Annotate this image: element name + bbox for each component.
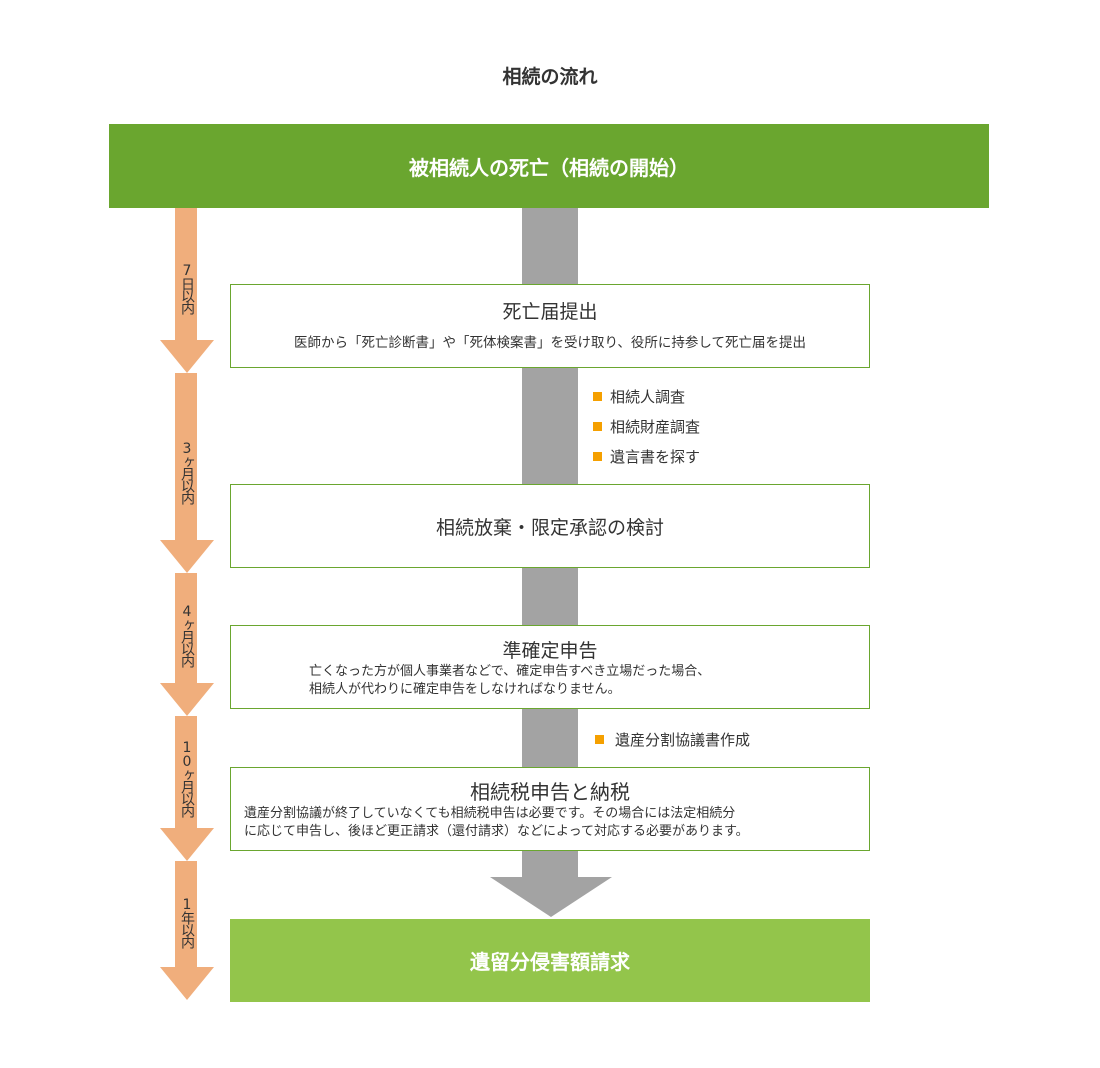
deadline-arrow-head xyxy=(160,340,214,373)
step-description: 相続人が代わりに確定申告をしなければなりません。 xyxy=(309,682,621,697)
deadline-label: 7日以内 xyxy=(179,263,195,313)
main-flow-arrow-head xyxy=(490,877,612,917)
deadline-label: 1年以内 xyxy=(179,897,195,947)
bullet-item: 遺産分割協議書作成 xyxy=(595,729,750,750)
final-step-banner: 遺留分侵害額請求 xyxy=(230,919,870,1002)
deadline-label: 10ヶ月以内 xyxy=(179,740,195,816)
deadline-arrow-shaft xyxy=(175,861,197,967)
bullet-text: 遺言書を探す xyxy=(610,448,701,466)
bullet-square-icon xyxy=(593,392,602,401)
bullet-text: 遺産分割協議書作成 xyxy=(615,731,751,749)
step-description: 遺産分割協議が終了していなくても相続税申告は必要です。その場合には法定相続分 xyxy=(244,806,736,821)
bullet-square-icon xyxy=(593,452,602,461)
deadline-label: 4ヶ月以内 xyxy=(179,604,195,666)
step-description: 亡くなった方が個人事業者などで、確定申告すべき立場だった場合、 xyxy=(309,664,711,679)
bullet-item: 遺言書を探す xyxy=(593,446,700,467)
step-description: 医師から「死亡診断書」や「死体検案書」を受け取り、役所に持参して死亡届を提出 xyxy=(293,335,807,351)
deadline-arrow-shaft xyxy=(175,716,197,828)
start-banner: 被相続人の死亡（相続の開始） xyxy=(109,124,989,208)
step-heading: 死亡届提出 xyxy=(502,301,598,323)
bullet-item: 相続人調査 xyxy=(593,386,685,407)
bullet-text: 相続財産調査 xyxy=(610,418,701,436)
deadline-arrow-head xyxy=(160,828,214,861)
deadline-arrow-shaft xyxy=(175,373,197,540)
step-heading: 準確定申告 xyxy=(502,640,598,662)
bullet-square-icon xyxy=(595,735,604,744)
deadline-arrow-head xyxy=(160,967,214,1000)
deadline-arrow-head xyxy=(160,683,214,716)
step-description: に応じて申告し、後ほど更正請求（還付請求）などによって対応する必要があります。 xyxy=(244,824,749,839)
step-death-notice: 死亡届提出 医師から「死亡診断書」や「死体検案書」を受け取り、役所に持参して死亡… xyxy=(230,284,870,368)
step-heading: 相続放棄・限定承認の検討 xyxy=(435,516,664,539)
deadline-label: 3ヶ月以内 xyxy=(179,441,195,503)
step-heading: 相続税申告と納税 xyxy=(470,780,630,804)
bullet-square-icon xyxy=(593,422,602,431)
step-quasi-final-return: 準確定申告 亡くなった方が個人事業者などで、確定申告すべき立場だった場合、 相続… xyxy=(230,625,870,709)
deadline-arrow-shaft xyxy=(175,208,197,340)
diagram-title: 相続の流れ xyxy=(502,66,598,88)
bullet-item: 相続財産調査 xyxy=(593,416,700,437)
bullet-text: 相続人調査 xyxy=(610,388,686,406)
step-inheritance-tax: 相続税申告と納税 遺産分割協議が終了していなくても相続税申告は必要です。その場合… xyxy=(230,767,870,851)
deadline-arrow-shaft xyxy=(175,573,197,683)
step-renunciation: 相続放棄・限定承認の検討 xyxy=(230,484,870,568)
deadline-arrow-head xyxy=(160,540,214,573)
